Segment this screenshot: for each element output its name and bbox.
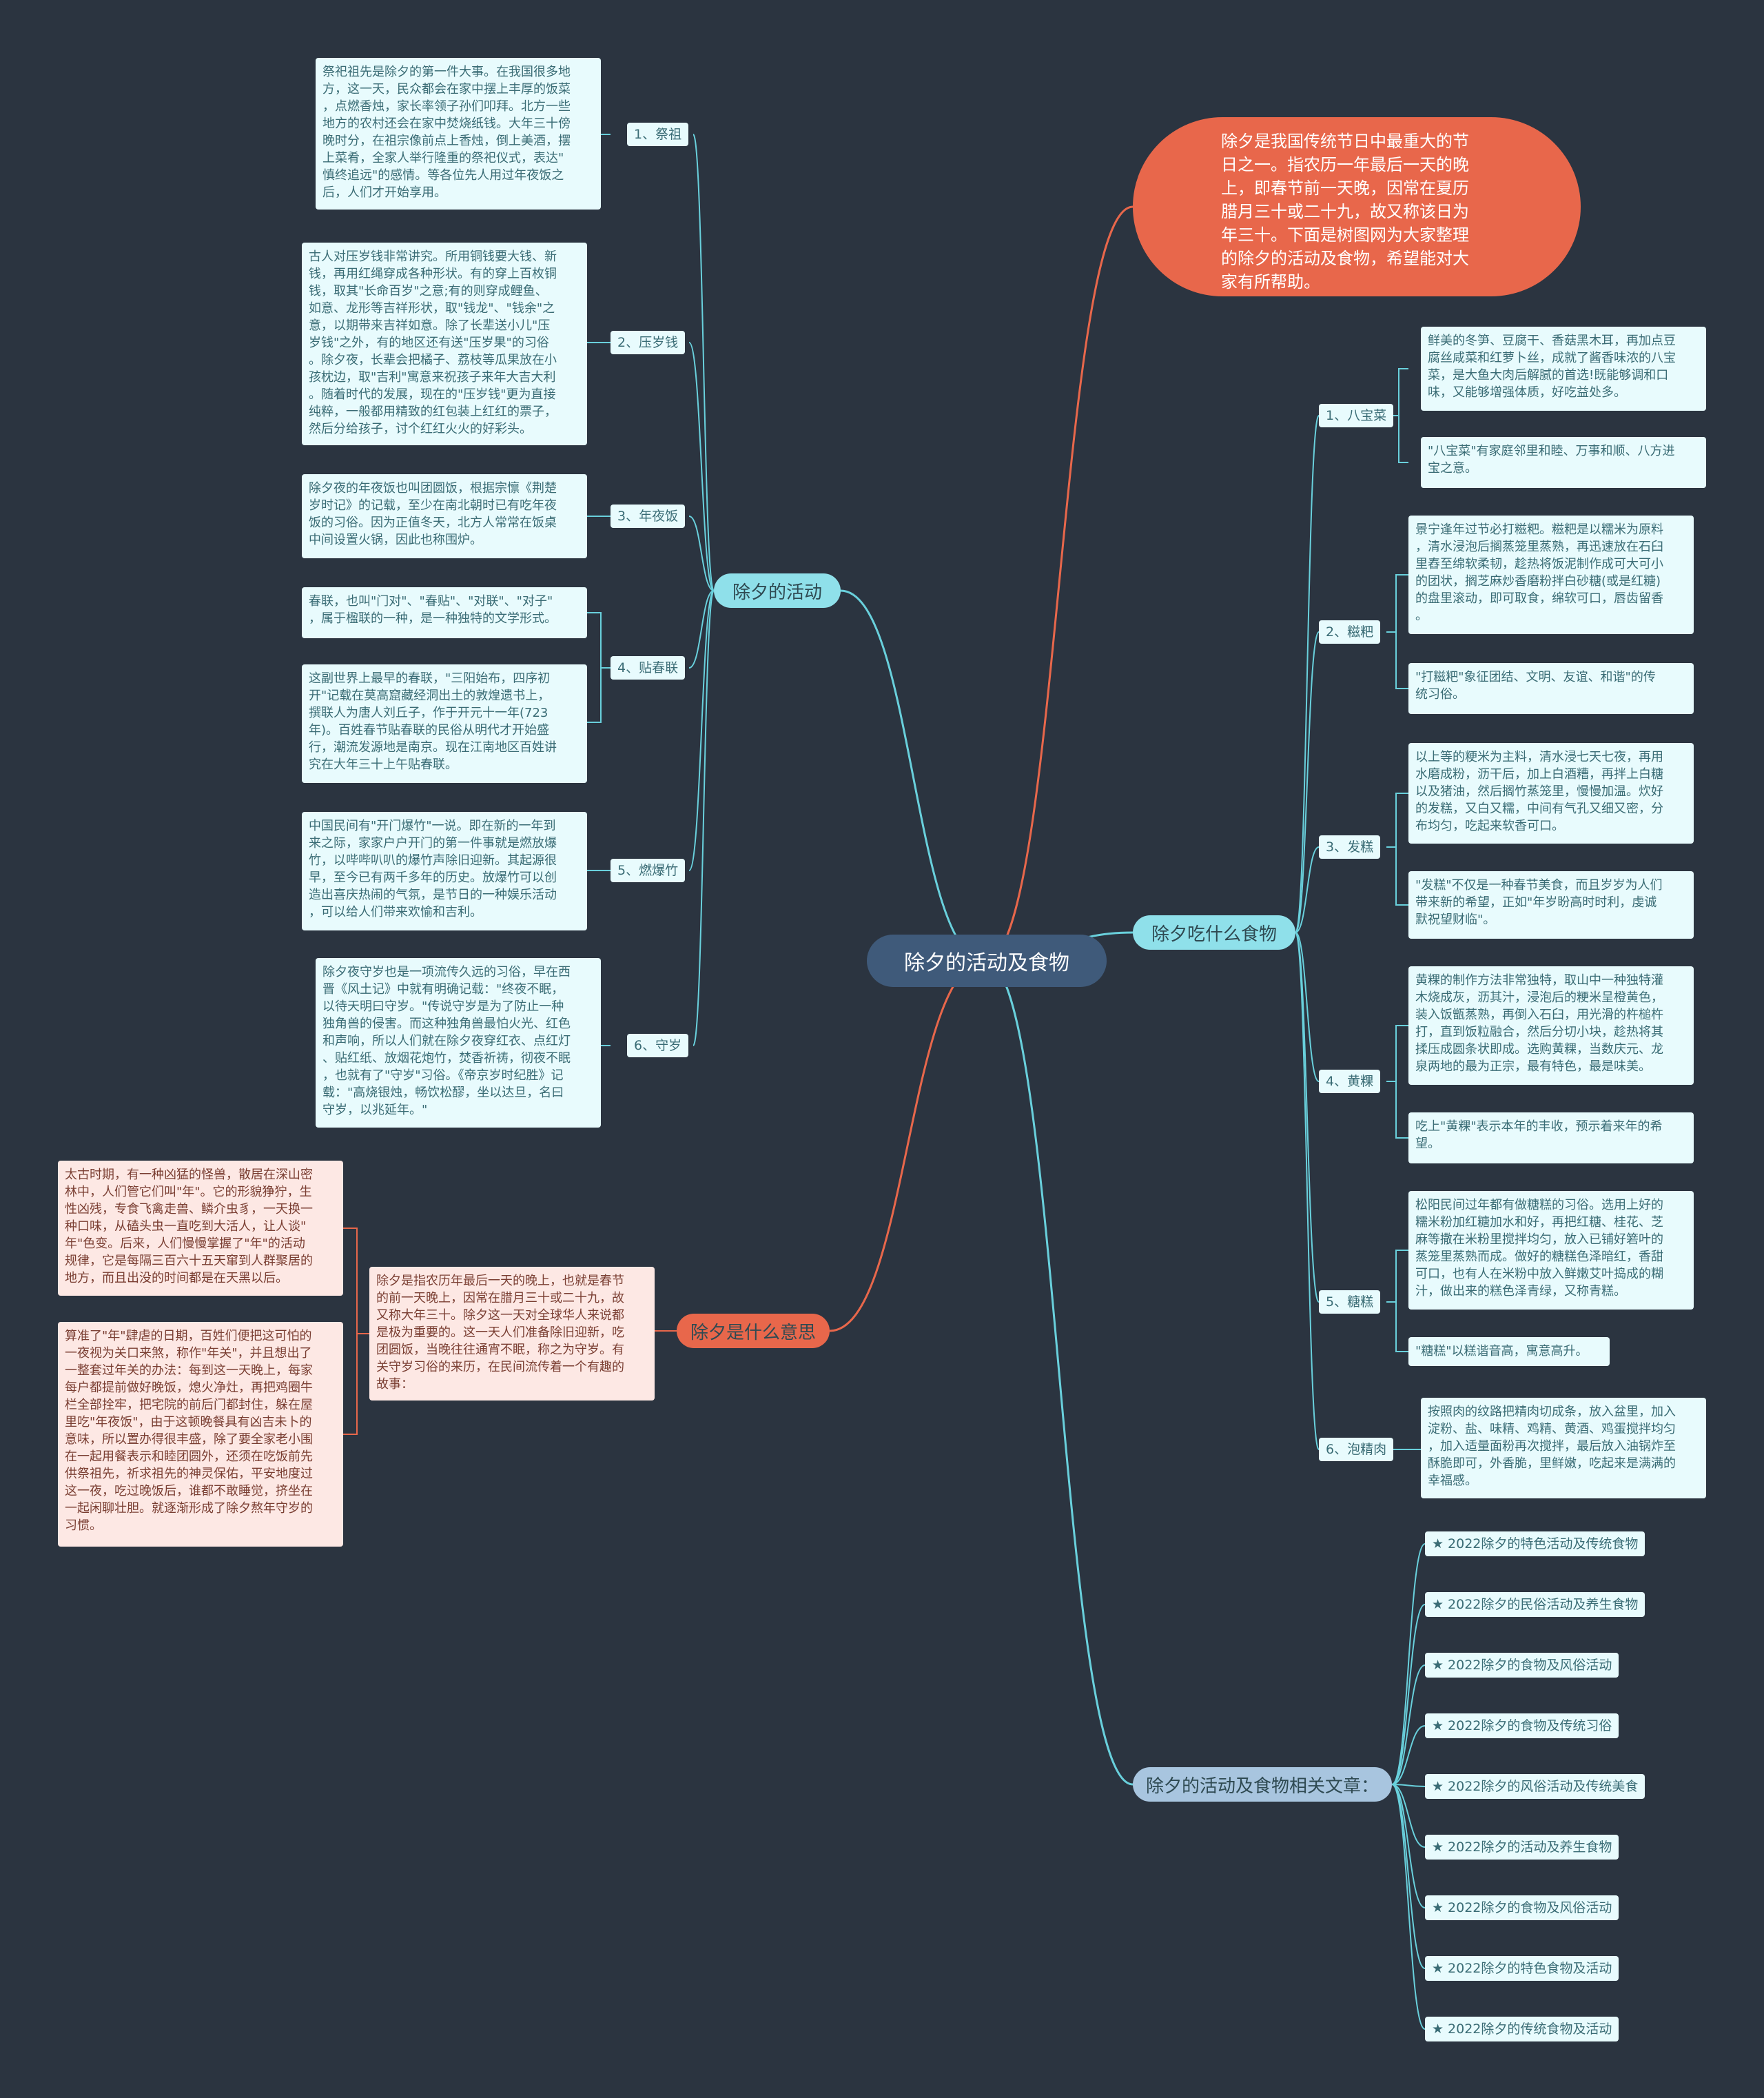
label-shousui[interactable]: 6、守岁 bbox=[627, 1034, 689, 1057]
related-article-link[interactable]: ★ 2022除夕的民俗活动及养生食物 bbox=[1425, 1592, 1645, 1617]
star-icon: ★ bbox=[1432, 1536, 1444, 1551]
leaf-tanggao-1: 松阳民间过年都有做糖糕的习俗。选用上好的 糯米粉加红糖加水和好，再把红糖、桂花、… bbox=[1408, 1191, 1694, 1310]
related-article-title: 2022除夕的传统食物及活动 bbox=[1448, 2021, 1612, 2037]
connector-line bbox=[693, 590, 715, 1046]
label-babaocai[interactable]: 1、八宝菜 bbox=[1319, 404, 1394, 427]
leaf-babaocai-2: "八宝菜"有家庭邻里和睦、万事和顺、八方进 宝之意。 bbox=[1421, 437, 1706, 488]
star-icon: ★ bbox=[1432, 1718, 1444, 1733]
connector-line bbox=[688, 590, 715, 669]
leaf-tanggao-2: "糖糕"以糕谐音高，寓意高升。 bbox=[1408, 1337, 1610, 1366]
star-icon: ★ bbox=[1432, 1779, 1444, 1794]
connector-line bbox=[1391, 1784, 1426, 1969]
star-icon: ★ bbox=[1432, 1597, 1444, 1612]
connector-line bbox=[985, 205, 1134, 962]
connector-line bbox=[1395, 793, 1408, 906]
connector-line bbox=[1391, 1664, 1426, 1785]
leaf-ciba-1: 景宁逢年过节必打糍粑。糍粑是以糯米为原料 ，清水浸泡后搁蒸笼里蒸熟，再迅速放在石… bbox=[1408, 516, 1694, 634]
label-paojingrou[interactable]: 6、泡精肉 bbox=[1319, 1438, 1394, 1461]
related-article-link[interactable]: ★ 2022除夕的食物及风俗活动 bbox=[1425, 1895, 1619, 1920]
related-article-link[interactable]: ★ 2022除夕的风俗活动及传统美食 bbox=[1425, 1774, 1645, 1799]
connector-line bbox=[688, 516, 715, 591]
connector-line bbox=[1391, 1604, 1426, 1785]
star-icon: ★ bbox=[1432, 1961, 1444, 1976]
label-ranbaozhu[interactable]: 5、燃爆竹 bbox=[611, 859, 686, 882]
connector-line bbox=[1398, 368, 1408, 463]
related-article-title: 2022除夕的食物及风俗活动 bbox=[1448, 1658, 1612, 1673]
connector-line bbox=[1295, 415, 1320, 933]
related-article-link[interactable]: ★2022除夕的传统食物及活动 bbox=[1425, 2017, 1619, 2041]
connector-line bbox=[693, 134, 715, 591]
leaf-fagao-1: 以上等的粳米为主料，清水浸七天七夜，再用 水磨成粉，沥干后，加上白酒糟，再拌上白… bbox=[1408, 743, 1694, 844]
related-article-title: 2022除夕的特色食物及活动 bbox=[1448, 1961, 1612, 1976]
related-article-link[interactable]: ★ 2022除夕的食物及传统习俗 bbox=[1425, 1713, 1619, 1738]
label-tanggao[interactable]: 5、糖糕 bbox=[1319, 1290, 1381, 1314]
leaf-tiechunlian-1: 春联，也叫"门对"、"春贴"、"对联"、"对子" ，属于楹联的一种，是一种独特的… bbox=[302, 587, 587, 638]
related-article-title: 2022除夕的活动及养生食物 bbox=[1448, 1840, 1612, 1855]
star-icon: ★ bbox=[1432, 1840, 1444, 1855]
intro-topic[interactable]: 除夕是我国传统节日中最重大的节 日之一。指农历一年最后一天的晚 上，即春节前一天… bbox=[1133, 117, 1581, 296]
connector-line bbox=[1295, 932, 1320, 1303]
star-icon: ★ bbox=[1432, 2021, 1444, 2037]
branch-related[interactable]: 除夕的活动及食物相关文章： bbox=[1133, 1767, 1392, 1802]
connector-line bbox=[1395, 1250, 1408, 1352]
related-article-title: 2022除夕的民俗活动及养生食物 bbox=[1448, 1597, 1639, 1612]
related-article-link[interactable]: ★ 2022除夕的食物及风俗活动 bbox=[1425, 1653, 1619, 1678]
connector-line bbox=[688, 590, 715, 871]
related-article-title: 2022除夕的风俗活动及传统美食 bbox=[1448, 1779, 1639, 1794]
branch-activities[interactable]: 除夕的活动 bbox=[714, 573, 841, 608]
connector-line bbox=[985, 959, 1134, 1786]
leaf-shousui: 除夕夜守岁也是一项流传久远的习俗，早在西 晋《风土记》中就有明确记载："终夜不眠… bbox=[316, 958, 601, 1128]
connector-line bbox=[840, 589, 986, 962]
related-article-link[interactable]: ★ 2022除夕的特色食物及活动 bbox=[1425, 1956, 1619, 1981]
related-article-title: 2022除夕的食物及传统习俗 bbox=[1448, 1718, 1612, 1733]
leaf-babaocai-1: 鲜美的冬笋、豆腐干、香菇黑木耳，再加点豆 腐丝咸菜和红萝卜丝，成就了酱香味浓的八… bbox=[1421, 327, 1706, 411]
label-tiechunlian[interactable]: 4、贴春联 bbox=[611, 656, 686, 680]
connector-line bbox=[1391, 1543, 1426, 1785]
connector-line bbox=[1295, 631, 1320, 933]
leaf-huangguo-1: 黄粿的制作方法非常独特，取山中一种独特灌 木烧成灰，沥其汁，浸泡后的粳米呈橙黄色… bbox=[1408, 966, 1694, 1085]
star-icon: ★ bbox=[1432, 1900, 1444, 1915]
connector-line bbox=[1391, 1784, 1426, 1908]
label-yasuiqian[interactable]: 2、压岁钱 bbox=[611, 331, 686, 354]
related-article-title: 2022除夕的特色活动及传统食物 bbox=[1448, 1536, 1639, 1551]
star-icon: ★ bbox=[1432, 1658, 1444, 1673]
leaf-fagao-2: "发糕"不仅是一种春节美食，而且岁岁为人们 带来新的希望，正如"年岁盼高时时利，… bbox=[1408, 871, 1694, 939]
connector-line bbox=[1295, 932, 1320, 1082]
connector-line bbox=[1391, 1784, 1426, 1848]
label-jizu[interactable]: 1、祭祖 bbox=[627, 123, 689, 146]
leaf-meaning-story-2: 算准了"年"肆虐的日期，百姓们便把这可怕的 一夜视为关口来煞，称作"年关"，并且… bbox=[58, 1322, 343, 1547]
connector-line bbox=[587, 612, 602, 723]
connector-line bbox=[1395, 1025, 1408, 1139]
connector-line bbox=[829, 959, 986, 1332]
connector-line bbox=[1391, 1784, 1426, 1787]
leaf-meaning-story-1: 太古时期，有一种凶猛的怪兽，散居在深山密 林中，人们管它们叫"年"。它的形貌狰狞… bbox=[58, 1161, 343, 1296]
leaf-huangguo-2: 吃上"黄粿"表示本年的丰收，预示着来年的希 望。 bbox=[1408, 1112, 1694, 1163]
label-huangguo[interactable]: 4、黄粿 bbox=[1319, 1070, 1381, 1093]
connector-line bbox=[1391, 1784, 1426, 2030]
leaf-paojingrou: 按照肉的纹路把精肉切成条，放入盆里，加入 淀粉、盐、味精、鸡精、黄酒、鸡蛋搅拌均… bbox=[1421, 1398, 1706, 1498]
leaf-meaning-summary: 除夕是指农历年最后一天的晚上，也就是春节 的前一天晚上，因常在腊月三十或二十九，… bbox=[369, 1267, 655, 1401]
leaf-tiechunlian-2: 这副世界上最早的春联，"三阳始布，四序初 开"记载在莫高窟藏经洞出土的敦煌遗书上… bbox=[302, 664, 587, 783]
connector-line bbox=[343, 1228, 358, 1435]
related-article-title: 2022除夕的食物及风俗活动 bbox=[1448, 1900, 1612, 1915]
label-fagao[interactable]: 3、发糕 bbox=[1319, 835, 1381, 859]
branch-foods[interactable]: 除夕吃什么食物 bbox=[1133, 915, 1295, 950]
connector-line bbox=[1395, 574, 1408, 689]
leaf-jizu: 祭祀祖先是除夕的第一件大事。在我国很多地 方，这一天，民众都会在家中摆上丰厚的饭… bbox=[316, 58, 601, 210]
related-article-link[interactable]: ★ 2022除夕的特色活动及传统食物 bbox=[1425, 1531, 1645, 1556]
label-ciba[interactable]: 2、糍粑 bbox=[1319, 620, 1381, 644]
label-nianyefan[interactable]: 3、年夜饭 bbox=[611, 505, 686, 528]
leaf-ranbaozhu: 中国民间有"开门爆竹"一说。即在新的一年到 来之际，家家户户开门的第一件事就是燃… bbox=[302, 812, 587, 930]
leaf-yasuiqian: 古人对压岁钱非常讲究。所用铜钱要大钱、新 钱，再用红绳穿成各种形状。有的穿上百枚… bbox=[302, 243, 587, 445]
connector-line bbox=[1295, 846, 1320, 933]
connector-line bbox=[688, 342, 715, 591]
connector-line bbox=[1391, 1725, 1426, 1785]
related-article-link[interactable]: ★ 2022除夕的活动及养生食物 bbox=[1425, 1835, 1619, 1860]
leaf-ciba-2: "打糍粑"象征团结、文明、友谊、和谐"的传 统习俗。 bbox=[1408, 663, 1694, 714]
leaf-nianyefan: 除夕夜的年夜饭也叫团圆饭，根据宗懔《荆楚 岁时记》的记载，至少在南北朝时已有吃年… bbox=[302, 474, 587, 558]
connector-line bbox=[1295, 932, 1320, 1450]
root-topic[interactable]: 除夕的活动及食物 bbox=[867, 935, 1107, 987]
branch-meaning[interactable]: 除夕是什么意思 bbox=[677, 1314, 830, 1348]
